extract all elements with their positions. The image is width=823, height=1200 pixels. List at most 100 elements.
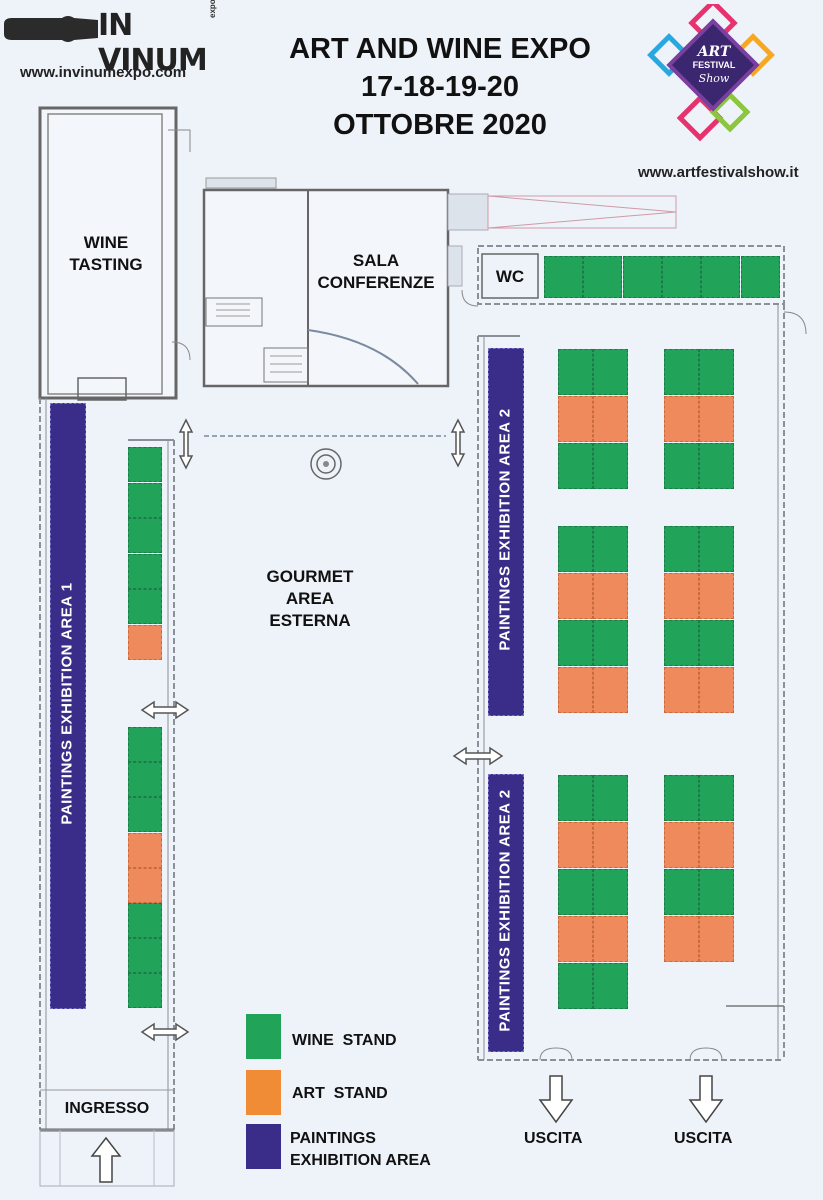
- wine-stand[interactable]: [593, 869, 628, 915]
- wine-stand[interactable]: [128, 447, 162, 482]
- wine-stand[interactable]: [664, 349, 699, 395]
- wine-stand[interactable]: [699, 869, 734, 915]
- wine-stand[interactable]: [701, 256, 741, 298]
- exit-label: USCITA: [674, 1130, 733, 1147]
- title-line-1: ART AND WINE EXPO: [289, 33, 591, 65]
- art-stand[interactable]: [664, 916, 699, 962]
- wine-stand[interactable]: [593, 526, 628, 572]
- art-stand[interactable]: [664, 396, 699, 442]
- wine-stand[interactable]: [128, 553, 162, 589]
- art-stand[interactable]: [699, 573, 734, 619]
- art-stand[interactable]: [558, 396, 593, 442]
- art-stand[interactable]: [593, 822, 628, 868]
- wine-stand[interactable]: [558, 526, 593, 572]
- art-festival-url[interactable]: www.artfestivalshow.it: [638, 164, 799, 181]
- wine-stand[interactable]: [128, 903, 162, 938]
- art-stand[interactable]: [699, 667, 734, 713]
- sala-conferenze-label: SALA CONFERENZE: [317, 251, 435, 292]
- wine-stand[interactable]: [593, 775, 628, 821]
- wine-stand[interactable]: [558, 869, 593, 915]
- wine-stand[interactable]: [128, 797, 162, 833]
- wine-stand[interactable]: [128, 589, 162, 624]
- wine-stand[interactable]: [128, 938, 162, 974]
- paintings-exhibition-area-1[interactable]: [50, 403, 86, 1009]
- title-line-2: 17-18-19-20: [361, 71, 519, 103]
- invinum-url[interactable]: www.invinumexpo.com: [20, 64, 187, 81]
- exit-label: USCITA: [524, 1130, 583, 1147]
- legend-paintings-label: PAINTINGS EXHIBITION AREA: [290, 1130, 431, 1169]
- wine-stand[interactable]: [740, 256, 780, 298]
- wine-stand[interactable]: [664, 869, 699, 915]
- wine-stand[interactable]: [593, 620, 628, 666]
- wine-stand[interactable]: [699, 443, 734, 489]
- paintings-exhibition-area-2-lower-label: PAINTINGS EXHIBITION AREA 2: [496, 789, 514, 1032]
- art-stand[interactable]: [558, 573, 593, 619]
- wine-stand[interactable]: [558, 349, 593, 395]
- art-festival-logo-line1: ART: [697, 44, 731, 60]
- wine-stand[interactable]: [593, 443, 628, 489]
- legend-art-stand-swatch: [246, 1070, 281, 1115]
- art-stand[interactable]: [128, 832, 162, 868]
- wine-stand[interactable]: [664, 443, 699, 489]
- art-festival-logo-line2: FESTIVAL: [692, 60, 736, 70]
- art-stand[interactable]: [593, 396, 628, 442]
- paintings-exhibition-area-2-lower[interactable]: [488, 774, 524, 1052]
- legend-art-stand-label: ART STAND: [292, 1085, 388, 1102]
- legend-wine-stand-swatch: [246, 1014, 281, 1059]
- paintings-exhibition-area-2-upper[interactable]: [488, 348, 524, 716]
- art-stand[interactable]: [558, 822, 593, 868]
- legend-paintings-swatch: [246, 1124, 281, 1169]
- ingresso-label: INGRESSO: [64, 1100, 150, 1117]
- passage-arrows: [140, 418, 504, 1042]
- legend-wine-stand-label: WINE STAND: [292, 1032, 397, 1049]
- wine-stand[interactable]: [558, 963, 593, 1009]
- art-stand[interactable]: [699, 916, 734, 962]
- art-stand[interactable]: [593, 573, 628, 619]
- wine-stand[interactable]: [128, 762, 162, 798]
- wine-stand[interactable]: [593, 349, 628, 395]
- wine-bottle-icon: [4, 16, 98, 42]
- wine-stand[interactable]: [622, 256, 662, 298]
- wine-stand[interactable]: [664, 775, 699, 821]
- wine-tasting-label: WINE TASTING: [69, 233, 143, 274]
- wine-stand[interactable]: [558, 443, 593, 489]
- wc-label: WC: [495, 267, 525, 286]
- wine-stand[interactable]: [558, 775, 593, 821]
- art-stand[interactable]: [664, 667, 699, 713]
- art-stand[interactable]: [128, 624, 162, 660]
- art-stand[interactable]: [128, 867, 162, 903]
- art-stand[interactable]: [558, 667, 593, 713]
- art-stand[interactable]: [593, 667, 628, 713]
- gourmet-area-label: GOURMET AREA ESTERNA: [266, 567, 354, 630]
- art-stand[interactable]: [699, 822, 734, 868]
- art-stand[interactable]: [699, 396, 734, 442]
- art-festival-logo: ART FESTIVAL Show: [646, 0, 778, 144]
- art-stand[interactable]: [664, 573, 699, 619]
- wine-stand[interactable]: [699, 775, 734, 821]
- wine-stand[interactable]: [128, 973, 162, 1009]
- wine-stand[interactable]: [661, 256, 701, 298]
- art-stand[interactable]: [664, 822, 699, 868]
- wine-stand[interactable]: [558, 620, 593, 666]
- wine-stand[interactable]: [664, 620, 699, 666]
- exit-arrow-icon: [688, 1075, 724, 1124]
- invinum-logo: IN VINUM expo expo: [2, 0, 232, 78]
- wine-stand[interactable]: [128, 482, 162, 518]
- wine-stand[interactable]: [583, 256, 623, 298]
- art-stand[interactable]: [558, 916, 593, 962]
- art-festival-diamond-icon: [647, 0, 775, 142]
- entrance-arrow-icon: [90, 1136, 122, 1183]
- wine-stand[interactable]: [699, 349, 734, 395]
- art-stand[interactable]: [593, 916, 628, 962]
- wine-stand[interactable]: [128, 518, 162, 553]
- wine-stand[interactable]: [544, 256, 583, 298]
- wine-stand[interactable]: [699, 620, 734, 666]
- wine-stand[interactable]: [128, 727, 162, 762]
- wine-stand[interactable]: [699, 526, 734, 572]
- art-festival-logo-line3: Show: [698, 72, 730, 85]
- page-title: ART AND WINE EXPO 17-18-19-20 OTTOBRE 20…: [230, 30, 650, 144]
- wine-stand[interactable]: [593, 963, 628, 1009]
- wine-stand[interactable]: [664, 526, 699, 572]
- title-line-3: OTTOBRE 2020: [333, 109, 547, 141]
